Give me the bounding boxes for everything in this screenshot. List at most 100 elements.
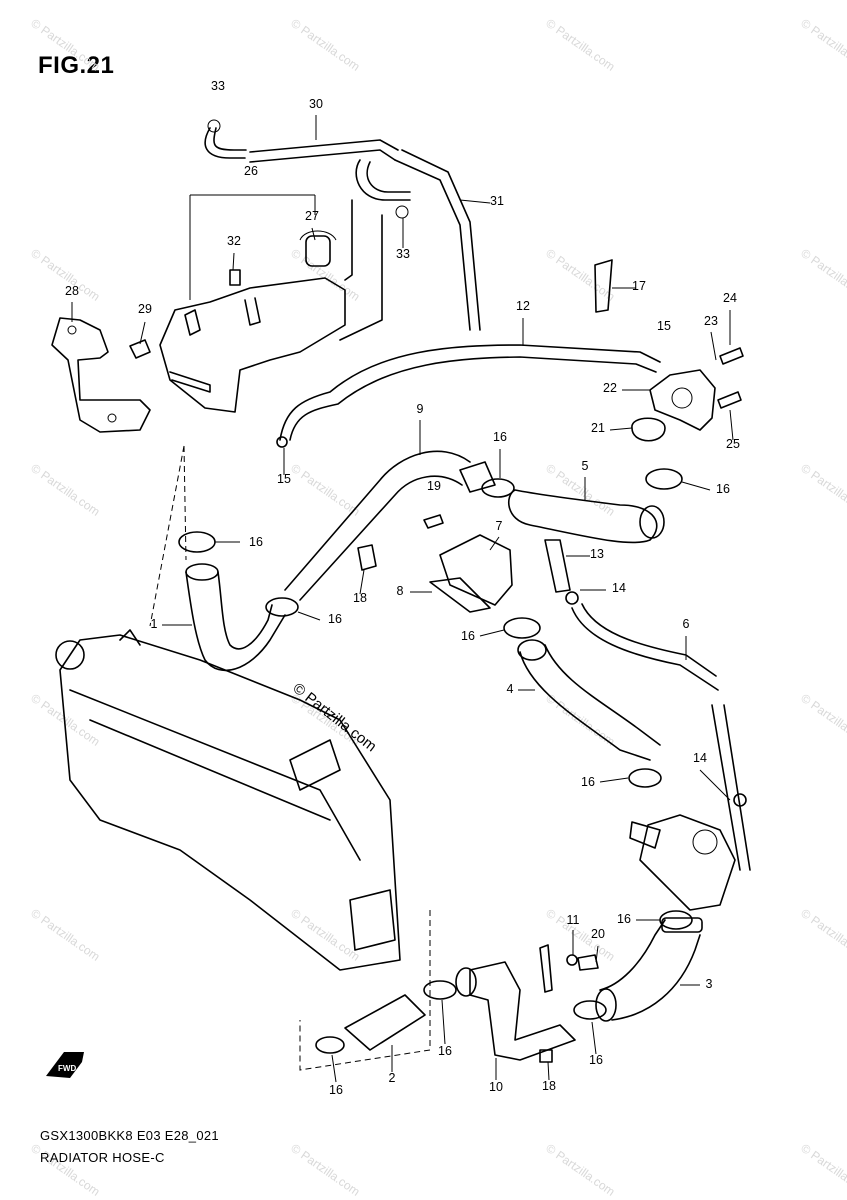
svg-text:FWD: FWD bbox=[58, 1064, 76, 1073]
callout-label: 30 bbox=[309, 97, 323, 111]
leader-line bbox=[479, 629, 505, 637]
hose-1 bbox=[185, 563, 286, 672]
callout-label: 23 bbox=[704, 314, 718, 328]
hose-3 bbox=[595, 917, 703, 1022]
thermostat-housing bbox=[594, 259, 744, 442]
radiator bbox=[55, 629, 401, 971]
leader-line bbox=[609, 427, 633, 431]
callout-label: 22 bbox=[603, 381, 617, 395]
reservoir-tank bbox=[159, 230, 346, 413]
callout-label: 16 bbox=[493, 430, 507, 444]
hose-clamps bbox=[178, 468, 693, 1054]
callout-label: 5 bbox=[582, 459, 589, 473]
callout-label: 12 bbox=[516, 299, 530, 313]
callout-label: 28 bbox=[65, 284, 79, 298]
callout-label: 16 bbox=[328, 612, 342, 626]
watermark-text: © Partzilla.com bbox=[288, 461, 362, 519]
callout-label: 29 bbox=[138, 302, 152, 316]
callout-label: 7 bbox=[496, 519, 503, 533]
callout-label: 4 bbox=[507, 682, 514, 696]
leader-line bbox=[595, 945, 599, 963]
callout-label: 19 bbox=[427, 479, 441, 493]
watermark-text: © Partzilla.com bbox=[543, 1141, 617, 1199]
callout-label: 31 bbox=[490, 194, 504, 208]
callout-label: 33 bbox=[396, 247, 410, 261]
callout-label: 33 bbox=[211, 79, 225, 93]
watermark-text: © Partzilla.com bbox=[798, 906, 847, 964]
leader-line bbox=[681, 481, 711, 491]
callout-label: 14 bbox=[612, 581, 626, 595]
callout-label: 16 bbox=[249, 535, 263, 549]
callout-label: 3 bbox=[706, 977, 713, 991]
leader-line bbox=[232, 252, 235, 271]
leader-line bbox=[547, 1061, 550, 1081]
leader-line bbox=[441, 999, 446, 1045]
front-direction-arrow: FWD bbox=[46, 1052, 84, 1078]
watermark-text: © Partzilla.com bbox=[543, 906, 617, 964]
hose-2 bbox=[344, 994, 426, 1051]
figure-title: FIG.21 bbox=[38, 52, 115, 79]
callout-label: 1 bbox=[151, 617, 158, 631]
watermark-text: © Partzilla.com bbox=[288, 16, 362, 74]
hose-9 bbox=[284, 450, 496, 601]
callout-label: 16 bbox=[581, 775, 595, 789]
watermark-text: © Partzilla.com bbox=[543, 246, 617, 304]
water-outlet-7 bbox=[429, 534, 513, 613]
water-pump bbox=[629, 814, 736, 911]
leader-line bbox=[710, 331, 717, 361]
callout-label: 15 bbox=[657, 319, 671, 333]
watermark-layer: © Partzilla.com © Partzilla.com © Partzill… bbox=[28, 16, 847, 1199]
watermark-text: © Partzilla.com bbox=[798, 1141, 847, 1199]
watermark-text: © Partzilla.com bbox=[798, 461, 847, 519]
hose-10 bbox=[455, 944, 576, 1061]
hose-12 bbox=[279, 344, 661, 441]
leader-line bbox=[729, 409, 734, 441]
leader-line bbox=[489, 536, 500, 551]
leader-line bbox=[139, 321, 146, 345]
leader-lines bbox=[71, 115, 734, 1083]
callout-label: 20 bbox=[591, 927, 605, 941]
leader-line bbox=[599, 777, 629, 783]
leader-line bbox=[331, 1054, 337, 1083]
hose-6 bbox=[544, 539, 751, 871]
callout-label: 16 bbox=[329, 1083, 343, 1097]
leader-line bbox=[699, 769, 731, 801]
copyright-text: © Partzilla.com bbox=[290, 680, 380, 756]
callout-label: 16 bbox=[438, 1044, 452, 1058]
callout-label: 18 bbox=[542, 1079, 556, 1093]
callout-label: 8 bbox=[397, 584, 404, 598]
callout-label: 6 bbox=[683, 617, 690, 631]
callout-label: 21 bbox=[591, 421, 605, 435]
callout-label: 10 bbox=[489, 1080, 503, 1094]
watermark-text: © Partzilla.com bbox=[28, 906, 102, 964]
leader-line bbox=[311, 227, 316, 241]
model-code: GSX1300BKK8 E03 E28_021 bbox=[40, 1128, 219, 1143]
small-fittings bbox=[276, 436, 747, 1063]
watermark-text: © Partzilla.com bbox=[543, 461, 617, 519]
bracket-28 bbox=[51, 317, 151, 433]
breather-hoses bbox=[204, 119, 481, 341]
leader-line bbox=[459, 199, 491, 204]
callout-label: 13 bbox=[590, 547, 604, 561]
watermark-text: © Partzilla.com bbox=[28, 16, 102, 74]
hose-5 bbox=[507, 489, 665, 544]
watermark-text: © Partzilla.com bbox=[798, 246, 847, 304]
callout-label: 17 bbox=[632, 279, 646, 293]
callout-label: 16 bbox=[716, 482, 730, 496]
callout-label: 18 bbox=[353, 591, 367, 605]
leader-line bbox=[591, 1021, 597, 1055]
watermark-text: © Partzilla.com bbox=[798, 16, 847, 74]
callout-label: 27 bbox=[305, 209, 319, 223]
callout-label: 26 bbox=[244, 164, 258, 178]
callout-label: 16 bbox=[461, 629, 475, 643]
callout-label: 14 bbox=[693, 751, 707, 765]
watermark-text: © Partzilla.com bbox=[288, 1141, 362, 1199]
watermark-text: © Partzilla.com bbox=[543, 16, 617, 74]
leader-line bbox=[359, 569, 365, 595]
callout-label: 25 bbox=[726, 437, 740, 451]
watermark-text: © Partzilla.com bbox=[28, 461, 102, 519]
leader-line bbox=[297, 611, 321, 621]
callout-label: 11 bbox=[567, 913, 580, 927]
